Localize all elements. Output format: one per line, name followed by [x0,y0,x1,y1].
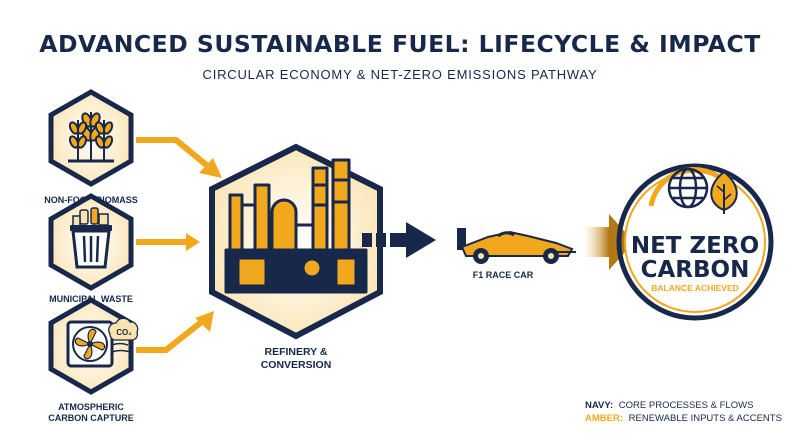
input-waste: MUNICIPAL WASTE [48,193,134,304]
arrow-head-biomass [199,158,222,178]
co2-cloud-icon: CO₂ [108,317,139,341]
net-zero-line2: CARBON [641,257,750,283]
legend-navy-text: CORE PROCESSES & FLOWS [619,400,754,411]
cycle-arrow-icon [648,167,729,207]
page-subtitle: CIRCULAR ECONOMY & NET-ZERO EMISSIONS PA… [203,67,598,82]
input-carbon-capture: CO₂ ATMOSPHERIC CARBON CAPTURE [48,297,139,423]
refinery-icon [224,158,368,294]
page-title: ADVANCED SUSTAINABLE FUEL: LIFECYCLE & I… [39,30,760,58]
globe-icon [667,167,709,209]
net-zero-line1: NET ZERO [631,233,759,259]
f1-car-icon [457,228,576,264]
refinery-label-line2: CONVERSION [261,359,332,371]
legend-amber-text: RENEWABLE INPUTS & ACCENTS [629,413,782,424]
leaf-icon [710,170,738,214]
arrow-refinery-to-car [362,222,436,258]
arrow-biomass-to-refinery [136,137,212,171]
arrow-capture-to-refinery [136,317,206,353]
refinery-node: REFINERY & CONVERSION [209,143,383,371]
refinery-label-line1: REFINERY & [264,346,327,358]
legend-amber-key: AMBER: [585,413,623,424]
legend-amber: AMBER: RENEWABLE INPUTS & ACCENTS [585,413,782,424]
legend: NAVY: CORE PROCESSES & FLOWS AMBER: RENE… [585,400,782,424]
carbon-capture-label-line2: CARBON CAPTURE [48,413,134,423]
arrow-head-capture [195,311,214,332]
waste-bin-icon [70,207,112,269]
carbon-capture-label-line1: ATMOSPHERIC [58,402,124,412]
wheat-icon [68,112,114,163]
net-zero-line3: BALANCE ACHIEVED [651,283,739,293]
co2-badge: CO₂ [116,328,132,337]
fan-capture-icon [66,320,131,368]
flow-arrows-inputs [136,137,222,353]
net-zero-node: NET ZERO CARBON BALANCE ACHIEVED [616,163,774,321]
arrow-head-waste [186,233,200,251]
input-biomass: NON-FOOD BIOMASS [44,89,138,205]
legend-navy-key: NAVY: [585,400,613,411]
car-label: F1 RACE CAR [473,270,534,280]
legend-navy: NAVY: CORE PROCESSES & FLOWS [585,400,753,411]
